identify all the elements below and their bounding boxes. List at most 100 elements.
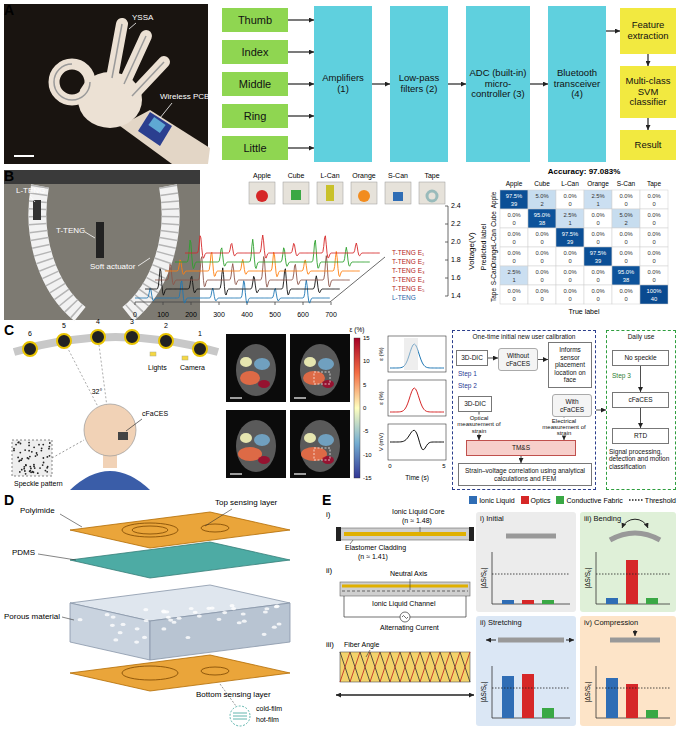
camera bbox=[91, 330, 105, 344]
axis-title: |ΔS/S₀| bbox=[480, 682, 487, 703]
edge-label: Optical measurement of strain bbox=[454, 415, 504, 434]
speckle-dot bbox=[15, 444, 17, 446]
input-box: Little bbox=[222, 136, 288, 160]
matrix-cell bbox=[528, 228, 556, 247]
output-box: Feature extraction bbox=[620, 8, 676, 54]
node-text: Strain–voltage correlation using analyti… bbox=[461, 467, 589, 482]
signal-trace bbox=[390, 388, 444, 412]
face-silhouette bbox=[236, 344, 276, 396]
tick-label: 1.4 bbox=[451, 292, 461, 300]
node-text: cFaCES bbox=[628, 396, 652, 403]
braid-strand bbox=[450, 652, 460, 682]
chart-panel: iii) Bending bbox=[580, 512, 676, 612]
part-label: L-TENG bbox=[16, 186, 45, 195]
series-label: L-TENG bbox=[392, 294, 416, 301]
node-text: i) Initial bbox=[480, 515, 504, 524]
object-name: S-Can bbox=[388, 172, 408, 180]
panel-letter: D bbox=[4, 492, 14, 508]
soft-actuator bbox=[128, 186, 171, 314]
cell-value: 0 bbox=[652, 219, 655, 226]
speckle-dot bbox=[45, 470, 47, 472]
matrix-cell bbox=[612, 228, 640, 247]
speckle-dot bbox=[35, 455, 37, 457]
series-label: T-TENG E₁ bbox=[392, 249, 424, 256]
cell-value: 0.0% bbox=[647, 211, 660, 218]
person-box: With cFaCES bbox=[552, 394, 592, 417]
output-box: Result bbox=[620, 130, 676, 160]
bend-arrow bbox=[622, 519, 648, 528]
tick-label: 5 bbox=[442, 463, 445, 470]
axis-title: ε (%) bbox=[378, 347, 385, 361]
column-label: L-Can bbox=[561, 180, 579, 187]
face-image bbox=[290, 334, 350, 402]
pore bbox=[272, 626, 277, 629]
part-label: Soft actuator bbox=[90, 262, 135, 271]
matrix-cell bbox=[556, 209, 584, 228]
scale-bar bbox=[14, 155, 34, 157]
tick-mark bbox=[445, 206, 448, 207]
matrix-cell bbox=[556, 228, 584, 247]
axis-title: Predicted label bbox=[480, 224, 488, 270]
node-text: ii) Stretching bbox=[480, 619, 522, 628]
strain-map bbox=[254, 434, 270, 446]
pore bbox=[78, 618, 83, 621]
scale-bar bbox=[230, 473, 242, 474]
ionic-liquid-core bbox=[344, 532, 466, 536]
node-text: With cFaCES bbox=[555, 398, 589, 413]
speckle-dot bbox=[28, 445, 30, 447]
cell-value: 1 bbox=[568, 219, 571, 226]
row-label: Cube bbox=[490, 211, 497, 227]
cell-value: 0 bbox=[540, 276, 543, 283]
speckle-dot bbox=[33, 446, 35, 448]
pore bbox=[216, 618, 221, 621]
node-text: Low-pass filters (2) bbox=[392, 73, 446, 95]
tick-label: 0 bbox=[133, 311, 137, 319]
cell-value: 0.0% bbox=[647, 192, 660, 199]
cell-value: 38 bbox=[539, 219, 545, 226]
part-label: Speckle pattern bbox=[14, 480, 63, 488]
node-text: Thumb bbox=[238, 14, 272, 27]
matrix-cell bbox=[640, 285, 668, 304]
braid-strand bbox=[380, 652, 390, 682]
process-box: Amplifiers (1) bbox=[314, 6, 372, 162]
connector bbox=[288, 51, 314, 52]
cell-value: 39 bbox=[567, 238, 573, 245]
matrix-cell bbox=[612, 209, 640, 228]
bar bbox=[522, 600, 534, 604]
speckle-dot bbox=[42, 457, 44, 459]
cell-value: 2.5% bbox=[591, 192, 604, 199]
tick-label: 1.6 bbox=[451, 274, 461, 282]
sensor-pattern bbox=[122, 523, 178, 537]
speckle-dot bbox=[13, 450, 15, 452]
speckle-dot bbox=[29, 470, 31, 472]
speckle-dot bbox=[21, 469, 23, 471]
light bbox=[182, 356, 188, 360]
cell-value: 0.0% bbox=[507, 249, 520, 256]
pore bbox=[242, 620, 247, 623]
speckle-dot bbox=[19, 452, 21, 454]
cell-value: 0.0% bbox=[647, 249, 660, 256]
cell-value: 2 bbox=[624, 219, 627, 226]
cell-value: 0 bbox=[624, 257, 627, 264]
sensor-pattern bbox=[132, 526, 168, 534]
step-label: Step 2 bbox=[458, 382, 477, 389]
legend-item: Threshold bbox=[629, 496, 676, 504]
colorbar bbox=[354, 338, 360, 478]
cell-value: 0.0% bbox=[591, 211, 604, 218]
porous-side bbox=[70, 603, 150, 660]
part-label: Polyimide bbox=[20, 506, 55, 515]
pore bbox=[277, 622, 282, 625]
bar bbox=[626, 684, 638, 718]
pore bbox=[168, 618, 173, 621]
pore bbox=[177, 617, 182, 620]
object-shape bbox=[256, 190, 268, 202]
matrix-cell bbox=[612, 266, 640, 285]
cell-value: 0.0% bbox=[535, 268, 548, 275]
step-label: Step 1 bbox=[458, 370, 477, 377]
glove-finger bbox=[112, 24, 122, 78]
pore bbox=[134, 641, 139, 644]
braid-strand bbox=[410, 652, 420, 682]
axis-line bbox=[492, 666, 493, 718]
process-box: cFaCES bbox=[612, 392, 669, 408]
leader-line bbox=[38, 554, 76, 560]
